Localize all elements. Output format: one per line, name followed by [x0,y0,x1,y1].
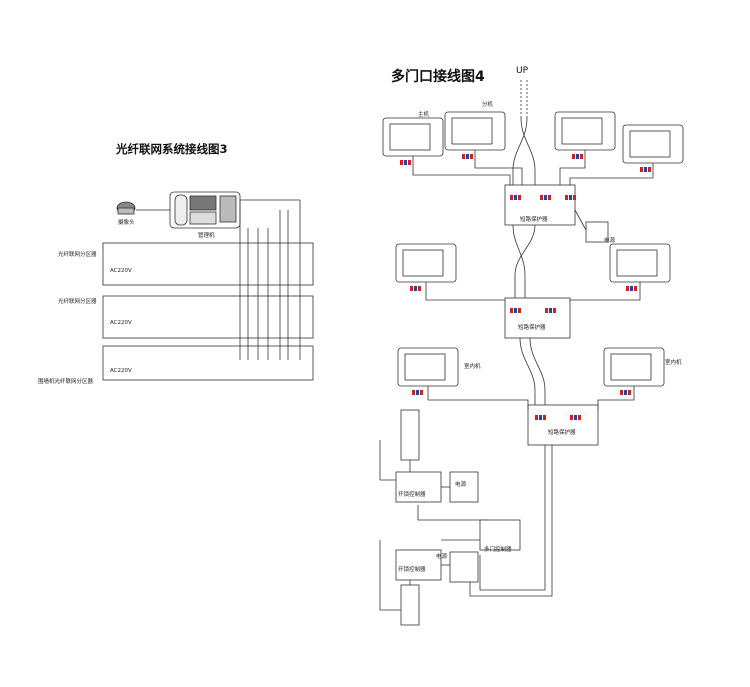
terminal-block [540,195,543,200]
terminal-block [573,195,576,200]
terminal-block [644,167,647,172]
protector-label-top: 短路保护器 [520,217,548,223]
terminal-block [628,390,631,395]
protector-label-mid: 短路保护器 [518,325,546,331]
terminal-block [553,308,556,313]
terminal-block [470,154,473,159]
terminal-block [535,415,538,420]
terminal-block [414,286,417,291]
terminal-block [412,390,415,395]
terminal-block [462,154,465,159]
power-bottom-1 [449,471,479,503]
terminal-block [648,167,651,172]
open-ctrl-bottom [395,549,442,581]
terminal-block [510,308,513,313]
voltage-label-2: AC220V [110,320,132,326]
terminal-block [576,154,579,159]
diagram4-title: 多门口接线图4 [391,69,485,85]
terminal-block [565,195,568,200]
terminal-block [543,415,546,420]
open-ctrl-top [395,471,442,503]
terminal-block [404,160,407,165]
terminal-block [624,390,627,395]
terminal-block [572,154,575,159]
panel-box-2 [102,295,314,339]
terminal-block [514,308,517,313]
protector-mid [504,297,571,339]
ext-label: 分机 [482,102,494,108]
indoor-label-right: 室内机 [665,360,682,366]
protector-bottom [527,404,599,446]
terminal-block [544,195,547,200]
door-station-top [400,409,420,461]
terminal-block [410,286,413,291]
terminal-block [510,195,513,200]
terminal-block [545,308,548,313]
main-label: 主机 [418,112,430,118]
terminal-block [416,390,419,395]
power-top [585,221,609,243]
terminal-block [570,415,573,420]
power-label-bottom-1: 电源 [455,482,467,488]
openctrl-label-top: 开锁控制器 [398,492,426,498]
panel-label-3: 围墙机光纤联网分区器 [38,379,94,385]
terminal-block [418,286,421,291]
indoor-label-left: 室内机 [464,364,481,370]
terminal-block [630,286,633,291]
terminal-block [620,390,623,395]
terminal-block [518,195,521,200]
terminal-block [518,308,521,313]
terminal-block [634,286,637,291]
panel-label-1: 光纤联网分区器 [58,252,97,258]
voltage-label-3: AC220V [110,368,132,374]
terminal-block [578,415,581,420]
terminal-block [580,154,583,159]
terminal-block [400,160,403,165]
terminal-block [548,195,551,200]
terminal-block [408,160,411,165]
terminal-block [549,308,552,313]
terminal-block [514,195,517,200]
voltage-label-1: AC220V [110,268,132,274]
terminal-block [574,415,577,420]
door-ctrl-label: 多门控制器 [484,547,512,553]
up-label: UP [516,66,529,76]
terminal-block [539,415,542,420]
terminal-block [640,167,643,172]
power-label-bottom-2: 电源 [436,554,448,560]
panel-box-3 [102,345,314,381]
console-label: 管理机 [198,233,215,239]
console-icon [169,191,241,229]
power-label-top: 电源 [604,238,616,244]
camera-label: 摄像头 [118,220,135,226]
terminal-block [569,195,572,200]
terminal-block [420,390,423,395]
door-station-bottom [400,584,420,626]
door-controller [479,519,521,551]
terminal-block [626,286,629,291]
protector-label-bottom: 短路保护器 [548,430,576,436]
diagram3-title: 光纤联网系统接线图3 [116,142,228,156]
protector-top [504,184,576,226]
openctrl-label-bottom: 开锁控制器 [398,567,426,573]
power-bottom-2 [449,551,479,583]
panel-label-2: 光纤联网分区器 [58,299,97,305]
terminal-block [466,154,469,159]
panel-box-1 [102,242,314,286]
